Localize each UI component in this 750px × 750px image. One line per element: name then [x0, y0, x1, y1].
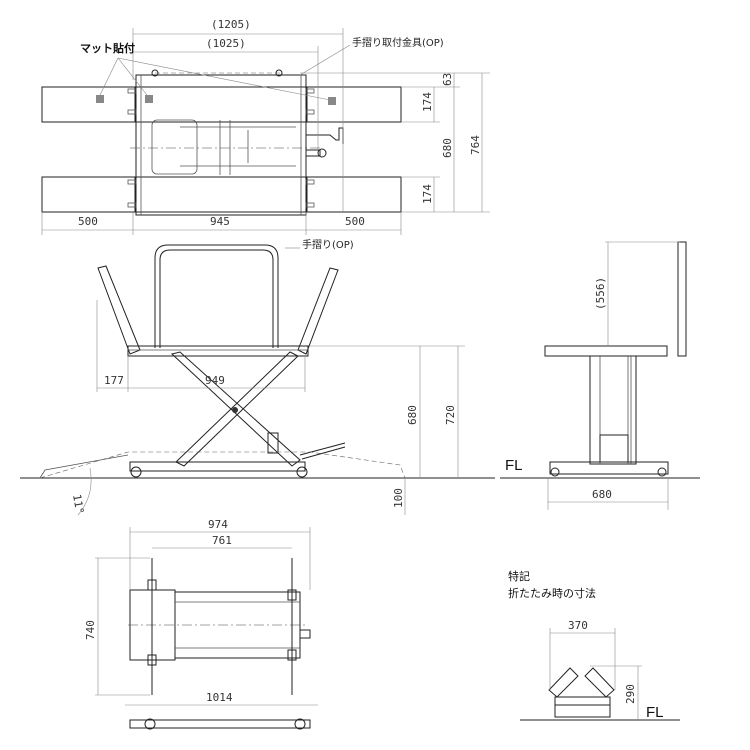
handrail [154, 244, 279, 348]
dim-740: 740 [84, 620, 97, 640]
folded-view: 特記 折たたみ時の寸法 370 290 FL [508, 569, 680, 721]
ramp-top-left [41, 86, 136, 123]
pivot [232, 407, 238, 413]
dim-500-right: 500 [345, 215, 365, 228]
label-handrail: 手摺り(OP) [302, 238, 354, 251]
folded-flap-left [548, 667, 579, 698]
mat-hatch [145, 95, 153, 103]
column [589, 355, 637, 465]
dim-370: 370 [568, 619, 588, 632]
top-view: (1205) (1025) マット貼付 手摺り取付金具(OP) 500 945 … [41, 18, 490, 235]
crank-handle [306, 127, 344, 144]
floor-label: FL [646, 704, 664, 721]
dim-1014: 1014 [206, 691, 233, 704]
note-text: 折たたみ時の寸法 [508, 586, 596, 600]
dim-556: (556) [594, 277, 607, 310]
ramp-bottom-left [41, 176, 136, 213]
dim-290: 290 [624, 684, 637, 704]
dim-720: 720 [444, 405, 457, 425]
dim-949: 949 [205, 374, 225, 387]
ramp-bottom-right [306, 176, 402, 213]
mat-hatch [328, 97, 336, 105]
dim-680: 680 [441, 138, 454, 158]
dim-764: 764 [469, 135, 482, 155]
flap-left [97, 265, 141, 355]
dim-1205: (1205) [211, 18, 251, 31]
bottom-plan-view: 974 761 740 1014 [84, 518, 318, 730]
dim-177: 177 [104, 374, 124, 387]
floor-label: FL [505, 457, 523, 474]
label-rail-bracket: 手摺り取付金具(OP) [352, 36, 444, 49]
mat-hatch [96, 95, 104, 103]
dim-100: 100 [392, 488, 405, 508]
folded-side [129, 719, 311, 729]
flap-right [297, 267, 339, 355]
dim-761: 761 [212, 534, 232, 547]
angle-label: 11° [70, 493, 86, 515]
label-mat: マット貼付 [80, 41, 135, 55]
flap-raised [677, 241, 687, 357]
platform-frame [135, 74, 307, 216]
base-frame [129, 461, 306, 472]
dim-945: 945 [210, 215, 230, 228]
dim-174-top: 174 [421, 92, 434, 112]
scissor-arm [170, 351, 301, 467]
dim-680: 680 [406, 405, 419, 425]
dim-500-left: 500 [78, 215, 98, 228]
note-title: 特記 [508, 569, 530, 583]
dim-1025: (1025) [206, 37, 246, 50]
platform [127, 345, 309, 357]
dim-63: 63 [441, 73, 454, 86]
side-view: 手摺り(OP) 177 949 680 720 100 11° [20, 238, 495, 516]
dim-174-bottom: 174 [421, 184, 434, 204]
folded-flap-right [584, 667, 615, 698]
seat-outline [151, 119, 198, 175]
end-view: FL (556) 680 [500, 241, 700, 510]
ramp-top-right [306, 86, 402, 123]
dim-974: 974 [208, 518, 228, 531]
platform [544, 345, 668, 357]
scissor-arm [175, 351, 299, 467]
dim-680: 680 [592, 488, 612, 501]
